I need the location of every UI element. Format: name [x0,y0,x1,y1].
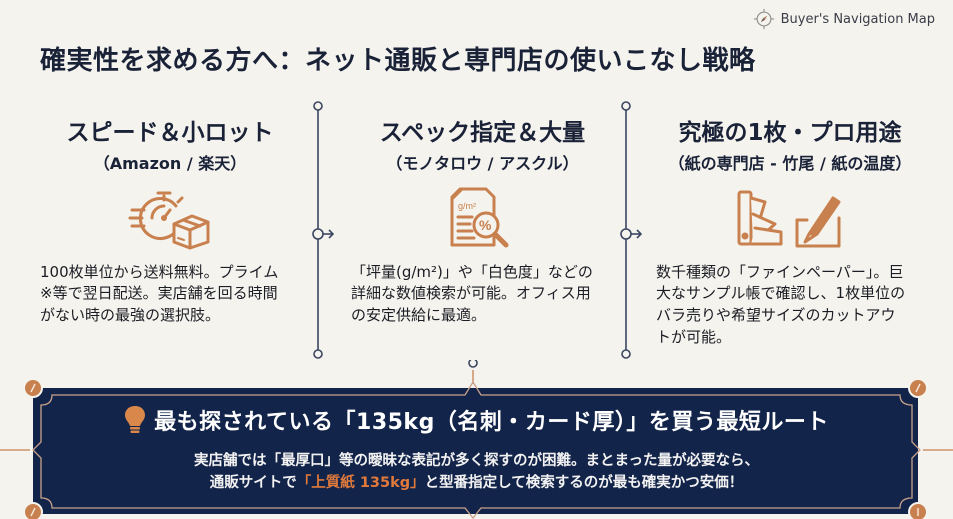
lightbulb-icon [125,406,146,433]
stopwatch-box-icon [128,188,212,250]
column-body: 数千種類の「ファインペーパー」。巨大なサンプル帳で確認し、1枚単位のバラ売りや希… [656,262,906,346]
banner-line-1: 実店舗では「最厚口」等の曖昧な表記が多く探すのが困難。まとまった量が必要なら、 [194,453,759,469]
highlight-keyword: 「上質紙 135kg」 [296,475,425,492]
tip-banner: 最も探されている「135kg（名刺・カード厚）」を買う最短ルート 実店舗では「最… [0,360,953,519]
banner-frame [0,360,953,519]
column-pro: 究極の1枚・プロ用途 （紙の専門店 - 竹尾 / 紙の温度） 数千種類の「ファイ… [650,120,930,349]
column-subtitle: （Amazon / 楽天） [93,153,247,173]
svg-text:g/m²: g/m² [458,201,476,211]
brand-label: Buyer's Navigation Map [753,8,935,30]
banner-line-2: 通販サイトで「上質紙 135kg」と型番指定して検索するのが最も確実かつ安価！ [209,475,744,492]
column-body: 「坪量(g/m²)」や「白色度」などの詳細な数値検索が可能。オフィス用の安定供給… [351,262,593,325]
column-spec: スペック指定＆大量 （モノタロウ / アスクル） g/m² % 「坪量(g/m²… [345,120,620,327]
document-search-icon: g/m² % [448,187,518,250]
timeline-connector [612,100,643,360]
page-title: 確実性を求める方へ：ネット通販と専門店の使いこなし戦略 [40,46,756,76]
column-subtitle: （モノタロウ / アスクル） [386,153,579,173]
column-speed: スピード＆小ロット （Amazon / 楽天） 100枚単位から送料無料。プライ… [40,120,300,327]
brand-text: Buyer's Navigation Map [780,11,935,27]
column-title: スピード＆小ロット [66,120,274,146]
corner-ornament [23,378,928,519]
timeline-connector [304,100,335,360]
column-body: 100枚単位から送料無料。プライム※等で翌日配送。実店舗を回る時間がない時の最強… [40,262,279,325]
svg-text:%: % [479,217,492,233]
banner-title: 最も探されている「135kg（名刺・カード厚）」を買う最短ルート [154,410,829,435]
column-title: スペック指定＆大量 [379,120,586,146]
banner-title-row: 最も探されている「135kg（名刺・カード厚）」を買う最短ルート [0,404,953,436]
swatch-cutter-icon [735,188,845,250]
compass-icon [753,8,774,30]
column-title: 究極の1枚・プロ用途 [678,120,902,146]
banner-body: 実店舗では「最厚口」等の曖昧な表記が多く探すのが困難。まとまった量が必要なら、 … [0,450,953,495]
column-subtitle: （紙の専門店 - 竹尾 / 紙の温度） [668,153,912,173]
